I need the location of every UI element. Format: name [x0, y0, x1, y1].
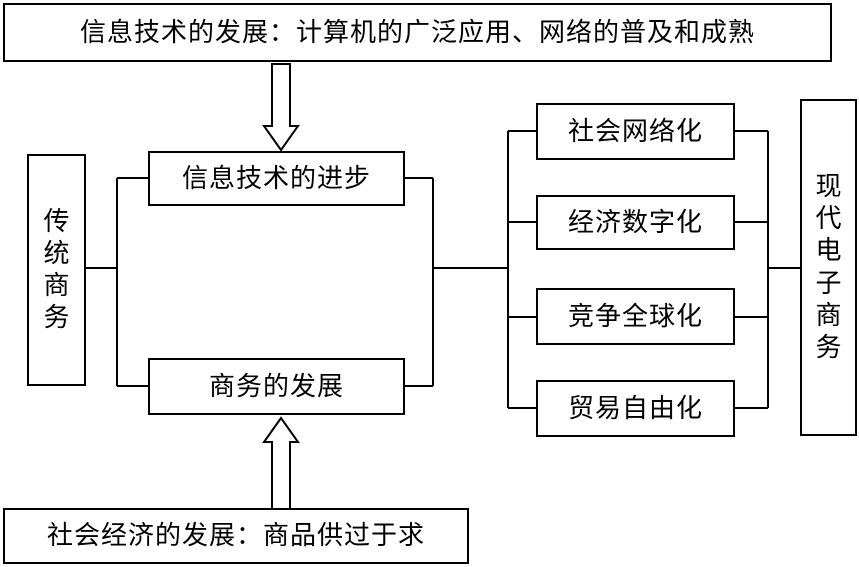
top-banner-box: 信息技术的发展：计算机的广泛应用、网络的普及和成熟: [3, 3, 832, 62]
trend-box: 经济数字化: [536, 195, 735, 250]
arrow-down-icon: [262, 63, 300, 152]
commerce-development-label: 商务的发展: [208, 371, 344, 402]
trend-label: 社会网络化: [567, 116, 703, 147]
trend-label: 经济数字化: [567, 207, 703, 238]
it-progress-label: 信息技术的进步: [181, 163, 371, 194]
traditional-commerce-box: 传统商务: [27, 154, 86, 386]
commerce-development-box: 商务的发展: [148, 358, 405, 415]
bottom-banner-label: 社会经济的发展：商品供过于求: [46, 521, 425, 551]
arrow-up-icon: [262, 416, 300, 511]
trend-box: 贸易自由化: [536, 380, 735, 437]
traditional-commerce-label: 传统商务: [43, 206, 70, 334]
trend-label: 贸易自由化: [567, 393, 703, 424]
bottom-banner-box: 社会经济的发展：商品供过于求: [3, 508, 469, 564]
trend-box: 社会网络化: [536, 103, 735, 160]
top-banner-label: 信息技术的发展：计算机的广泛应用、网络的普及和成熟: [79, 17, 755, 48]
modern-ecommerce-label: 现代电子商务: [815, 171, 842, 363]
trend-label: 竞争全球化: [567, 301, 703, 332]
it-progress-box: 信息技术的进步: [148, 151, 405, 206]
trend-box: 竞争全球化: [536, 288, 735, 345]
modern-ecommerce-box: 现代电子商务: [800, 99, 857, 436]
